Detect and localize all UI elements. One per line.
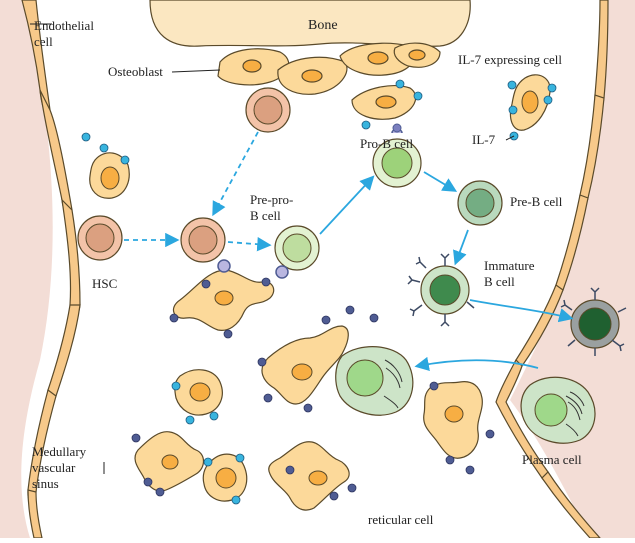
plasma-cell-label: Plasma cell bbox=[522, 452, 582, 467]
plasma-cell-marrow bbox=[336, 347, 413, 416]
stromal-cells-lower bbox=[175, 370, 247, 501]
medullary-label-line2: vascular bbox=[32, 460, 75, 475]
medullary-label-line3: sinus bbox=[32, 476, 59, 491]
osteoblast-label: Osteoblast bbox=[108, 64, 163, 79]
pre-b-cell-label: Pre-B cell bbox=[510, 194, 562, 209]
endothelial-label-line2: cell bbox=[34, 34, 53, 49]
plasma-cell bbox=[521, 377, 595, 443]
pre-b-cell bbox=[458, 181, 502, 225]
immature-b-label-line1: Immature bbox=[484, 258, 535, 273]
il7-expressing-cell-label: IL-7 expressing cell bbox=[458, 52, 562, 67]
immature-b-cell bbox=[408, 254, 474, 326]
endothelial-label-line1: Endothelial bbox=[34, 18, 94, 33]
reticular-cell-label: reticular cell bbox=[368, 512, 433, 527]
progenitor-cell bbox=[181, 218, 225, 262]
hsc-label: HSC bbox=[92, 276, 117, 291]
il7-label: IL-7 bbox=[472, 132, 495, 147]
pre-pro-b-cell bbox=[275, 226, 319, 270]
pre-pro-b-label-line1: Pre-pro- bbox=[250, 192, 293, 207]
bone-label: Bone bbox=[308, 18, 338, 33]
hsc-cell-osteoblast-niche bbox=[246, 88, 290, 132]
stromal-cell-left bbox=[82, 133, 129, 198]
medullary-label-line1: Medullary bbox=[32, 444, 86, 459]
pro-b-cell-label: Pro-B cell bbox=[360, 136, 413, 151]
immature-b-label-line2: B cell bbox=[484, 274, 515, 289]
il7-expressing-cell bbox=[508, 75, 556, 140]
pro-b-cell bbox=[373, 124, 421, 187]
hsc-cell bbox=[78, 216, 122, 260]
pre-pro-b-label-line2: B cell bbox=[250, 208, 281, 223]
